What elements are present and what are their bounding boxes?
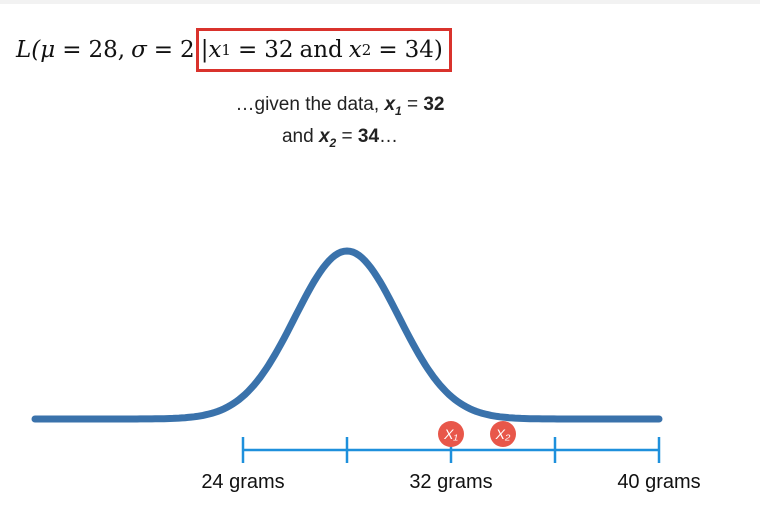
data-point-label: X₁ <box>443 426 458 442</box>
axis-label-mid: 32 grams <box>409 471 493 493</box>
mu-value: 28, <box>88 37 126 63</box>
x1-subscript: 1 <box>221 41 231 59</box>
top-divider <box>0 0 760 4</box>
caption-x1-label: x1 <box>384 94 402 118</box>
axis-ticks <box>241 437 661 463</box>
x2-symbol: x <box>348 37 362 63</box>
sigma-value: 2 <box>180 37 195 63</box>
and-word: and <box>299 37 343 63</box>
caption-line-2: and x2 = 34… <box>205 124 475 156</box>
data-point-marker <box>490 421 516 447</box>
caption-text: …given the data, <box>235 94 385 115</box>
caption-text: and <box>281 125 319 147</box>
equals-sign: = <box>237 37 258 63</box>
caption-ellipsis: … <box>379 125 399 147</box>
mu-symbol: μ <box>40 37 56 63</box>
data-point-x1: X₁ <box>438 421 464 447</box>
equals-sign: = <box>62 37 82 63</box>
axis-label-max: 40 grams <box>617 471 701 493</box>
x1-symbol: x <box>208 37 222 63</box>
data-caption: …given the data, x1 = 32 and x2 = 34… <box>205 92 475 156</box>
equals-sign: = <box>378 37 398 63</box>
caption-equals: = <box>401 94 424 115</box>
data-point-x2: X₂ <box>490 421 516 447</box>
formula-prefix: L( <box>16 37 41 63</box>
caption-x1-value: 32 <box>423 94 445 115</box>
equals-sign: = <box>153 37 174 63</box>
caption-line-1: …given the data, x1 = 32 <box>205 92 475 124</box>
x2-subscript: 2 <box>361 41 372 59</box>
normal-curve <box>31 247 663 423</box>
caption-x2-label: x2 <box>318 125 337 150</box>
data-point-label: X₂ <box>495 426 511 442</box>
caption-x2-value: 34 <box>357 125 380 147</box>
given-bar: | <box>200 37 209 63</box>
data-points: X₁ X₂ <box>438 421 516 447</box>
x1-value: 32 <box>264 37 294 63</box>
data-point-marker <box>438 421 464 447</box>
caption-equals: = <box>336 125 358 147</box>
x2-value: 34) <box>404 37 443 63</box>
axis-label-min: 24 grams <box>201 471 285 493</box>
sigma-symbol: σ <box>131 37 147 63</box>
